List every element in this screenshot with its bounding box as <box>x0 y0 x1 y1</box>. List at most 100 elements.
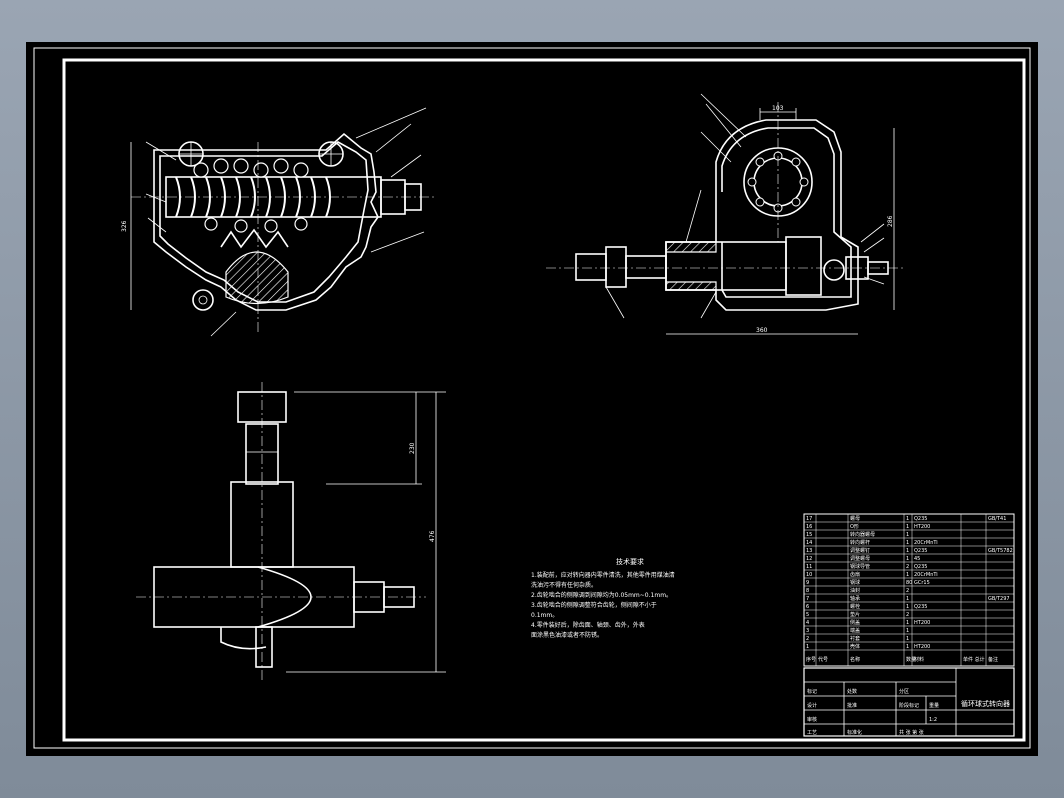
bom-cell: 钢球 <box>850 579 860 586</box>
bom-header-cell: 单件 总计 <box>963 656 985 663</box>
bom-cell: 齿扇 <box>850 571 860 578</box>
bom-cell: 9 <box>806 580 809 586</box>
bom-cell: GB/T5782 <box>988 548 1013 554</box>
tb-label: 设计 <box>807 702 817 709</box>
bom-cell: HT200 <box>914 620 930 626</box>
bom-cell: 7 <box>806 596 809 602</box>
bom-header-cell: 序号 <box>806 656 816 663</box>
bom-cell: 80 <box>906 580 912 586</box>
bom-cell: 1 <box>906 644 909 650</box>
bom-cell: 端盖 <box>850 627 860 634</box>
bom-cell: 1 <box>906 532 909 538</box>
tb-label: 重量 <box>929 702 939 709</box>
tb-label: 工艺 <box>807 730 817 736</box>
bom-header-cell: 数量 <box>906 656 916 663</box>
tb-label: 批准 <box>847 702 857 709</box>
bom-cell: 1 <box>906 596 909 602</box>
bom-cell: 1 <box>906 628 909 634</box>
bom-cell: HT200 <box>914 644 930 650</box>
bom-cell: 4 <box>806 620 809 626</box>
bom-cell: 45 <box>914 556 920 562</box>
dim-286: 286 <box>887 215 894 227</box>
bom-cell: 10 <box>806 572 812 578</box>
bom-cell: 1 <box>906 516 909 522</box>
bom-cell: 2 <box>906 564 909 570</box>
bom-cell: 11 <box>806 564 812 570</box>
note-line: 2.齿轮啮合的侧隙调到间隙均为0.05mm~0.1mm。 <box>531 591 672 599</box>
dim-103: 103 <box>772 105 784 112</box>
tb-label: 处数 <box>847 688 857 695</box>
bom-cell: 2 <box>806 636 809 642</box>
bom-cell: 侧盖 <box>850 619 860 626</box>
outer-border <box>33 47 1031 749</box>
bom-cell: 1 <box>906 524 909 530</box>
title-block: 循环球式转向器 标记 处数 分区 设计 批准 阶段标记 重量 审核 1:2 工艺… <box>803 667 1015 737</box>
bom-header-cell: 材料 <box>914 656 924 663</box>
bom-cell: 1 <box>906 620 909 626</box>
bom-cell: 1 <box>906 540 909 546</box>
bom-cell: HT200 <box>914 524 930 530</box>
bom-cell: 15 <box>806 532 812 538</box>
bom-cell: 钢球导管 <box>850 563 870 570</box>
bom-cell: 壳体 <box>850 643 860 650</box>
bom-cell: GB/T41 <box>988 516 1006 522</box>
bom-cell: 油封 <box>850 587 860 594</box>
front-section-view: 326 <box>121 107 436 337</box>
dim-230: 230 <box>409 442 416 454</box>
tb-label: 审核 <box>807 716 817 723</box>
bom-cell: 转向器螺母 <box>850 531 875 538</box>
bom-cell: Q235 <box>914 548 927 554</box>
bom-cell: 1 <box>906 636 909 642</box>
bom-cell: 3 <box>806 628 809 634</box>
bom-cell: 17 <box>806 516 812 522</box>
tb-label: 标记 <box>807 688 817 695</box>
bom-cell: O形 <box>850 523 859 530</box>
bom-cell: Q235 <box>914 516 927 522</box>
bom-cell: 12 <box>806 556 812 562</box>
bom-cell: 螺母 <box>850 515 860 522</box>
dim-360: 360 <box>756 327 768 334</box>
bom-cell: GB/T297 <box>988 596 1010 602</box>
bom-cell: 20CrMnTi <box>914 572 938 578</box>
bom-cell: 垫片 <box>850 611 860 618</box>
bom-header-cell: 备注 <box>988 656 998 663</box>
bom-cell: 16 <box>806 524 812 530</box>
bom-cell: GCr15 <box>914 580 930 586</box>
drawing-sheet: 326 <box>33 47 1031 749</box>
bom-header-cell: 代号 <box>818 656 828 663</box>
technical-notes: 技术要求 1.装配前，应对转向器内零件清洗，其他零件用煤油清 洗油污不得有任何杂… <box>531 557 675 639</box>
bom-cell: 转向螺杆 <box>850 539 870 546</box>
bom-cell: 14 <box>806 540 812 546</box>
notes-title: 技术要求 <box>616 557 644 566</box>
bom-cell: 13 <box>806 548 812 554</box>
bom-cell: 20CrMnTi <box>914 540 938 546</box>
bom-cell: 调整螺母 <box>850 555 870 562</box>
inner-border <box>62 58 1026 742</box>
bom-cell: 1 <box>806 644 809 650</box>
note-line: 3.齿轮啮合的侧隙调整符合齿轮，侧间隙不小于 <box>531 601 657 609</box>
drawing-title: 循环球式转向器 <box>961 699 1010 708</box>
bom-cell: Q235 <box>914 604 927 610</box>
bom-header-cell: 名称 <box>850 656 860 663</box>
tb-label: 分区 <box>899 688 909 695</box>
note-line: 洗油污不得有任何杂质。 <box>531 581 597 589</box>
bom-cell: 轴承 <box>850 595 860 602</box>
bom-cell: 1 <box>906 604 909 610</box>
tb-label: 共 张 第 张 <box>899 729 924 736</box>
bom-cell: 8 <box>806 588 809 594</box>
note-line: 0.1mm。 <box>531 612 558 619</box>
bom-cell: Q235 <box>914 564 927 570</box>
dim-476: 476 <box>429 530 436 542</box>
note-line: 面涂黑色油漆或者不防锈。 <box>531 631 603 639</box>
cad-viewport[interactable]: 326 <box>26 42 1038 756</box>
note-line: 1.装配前，应对转向器内零件清洗，其他零件用煤油清 <box>531 571 675 579</box>
tb-scale: 1:2 <box>929 717 937 723</box>
bom-cell: 螺栓 <box>850 603 860 610</box>
bom-cell: 1 <box>906 556 909 562</box>
bom-cell: 5 <box>806 612 809 618</box>
bom-cell: 2 <box>906 612 909 618</box>
bom-cell: 2 <box>906 588 909 594</box>
bom-cell: 1 <box>906 572 909 578</box>
bom-cell: 调整螺钉 <box>850 547 870 554</box>
